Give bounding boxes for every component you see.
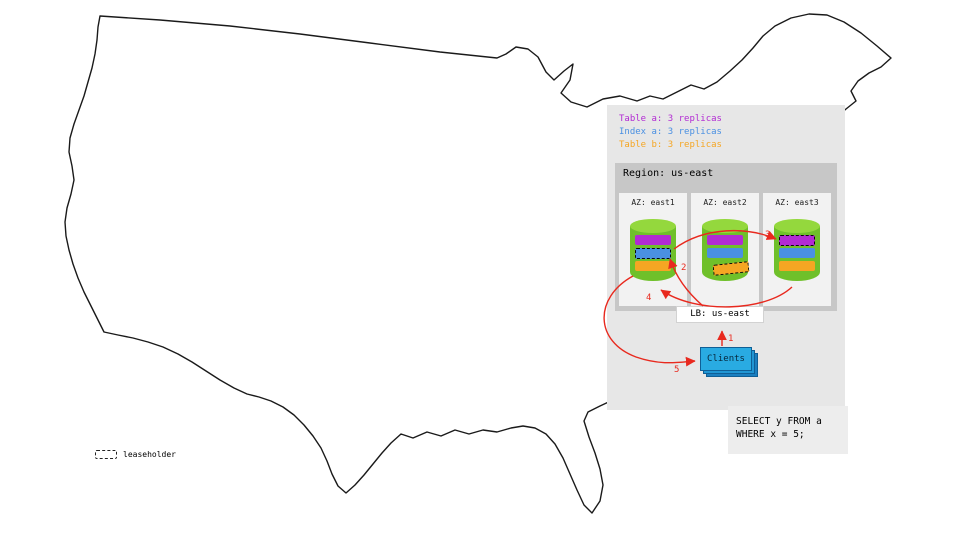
- table-a-replica: [635, 235, 671, 245]
- leaseholder-legend-label: leaseholder: [123, 450, 176, 459]
- cylinder-top: [774, 219, 820, 233]
- table-b-replica: [635, 261, 671, 271]
- legend-index-a: Index a: 3 replicas: [619, 127, 722, 137]
- region-label: Region: us-east: [623, 168, 714, 179]
- overview-panel: Table a: 3 replicas Index a: 3 replicas …: [607, 105, 845, 410]
- database-cylinder-east2: [702, 219, 750, 281]
- az-east2: AZ: east2: [691, 193, 759, 306]
- leaseholder-legend: leaseholder: [95, 450, 176, 459]
- us-map-path: [64, 13, 892, 514]
- az-east1: AZ: east1: [619, 193, 687, 306]
- az-east3-label: AZ: east3: [775, 198, 819, 207]
- database-cylinder-east3: [774, 219, 820, 281]
- az-east2-label: AZ: east2: [703, 198, 747, 207]
- legend-table-b: Table b: 3 replicas: [619, 140, 722, 150]
- database-cylinder-east1: [630, 219, 676, 281]
- replica-legend: Table a: 3 replicas Index a: 3 replicas …: [619, 113, 722, 152]
- az-east3: AZ: east3: [763, 193, 831, 306]
- load-balancer-box: LB: us-east: [676, 306, 764, 323]
- table-b-replica: [779, 261, 815, 271]
- leaseholder-swatch-icon: [95, 450, 117, 459]
- table-a-leaseholder: [779, 235, 815, 246]
- clients-box: Clients: [700, 347, 752, 371]
- index-a-leaseholder: [635, 248, 671, 259]
- table-a-replica: [707, 235, 743, 245]
- sql-line-1: SELECT y FROM a: [736, 416, 822, 427]
- sql-query-box: SELECT y FROM a WHERE x = 5;: [728, 406, 848, 454]
- sql-line-2: WHERE x = 5;: [736, 429, 805, 440]
- cylinder-top: [630, 219, 676, 233]
- clients-stack: Clients: [700, 347, 764, 381]
- region-box: Region: us-east AZ: east1 AZ: east2: [615, 163, 837, 311]
- az-east1-label: AZ: east1: [631, 198, 675, 207]
- cylinder-top: [702, 219, 748, 233]
- az-row: AZ: east1 AZ: east2: [619, 193, 831, 306]
- index-a-replica: [707, 248, 743, 258]
- index-a-replica: [779, 248, 815, 258]
- legend-table-a: Table a: 3 replicas: [619, 114, 722, 124]
